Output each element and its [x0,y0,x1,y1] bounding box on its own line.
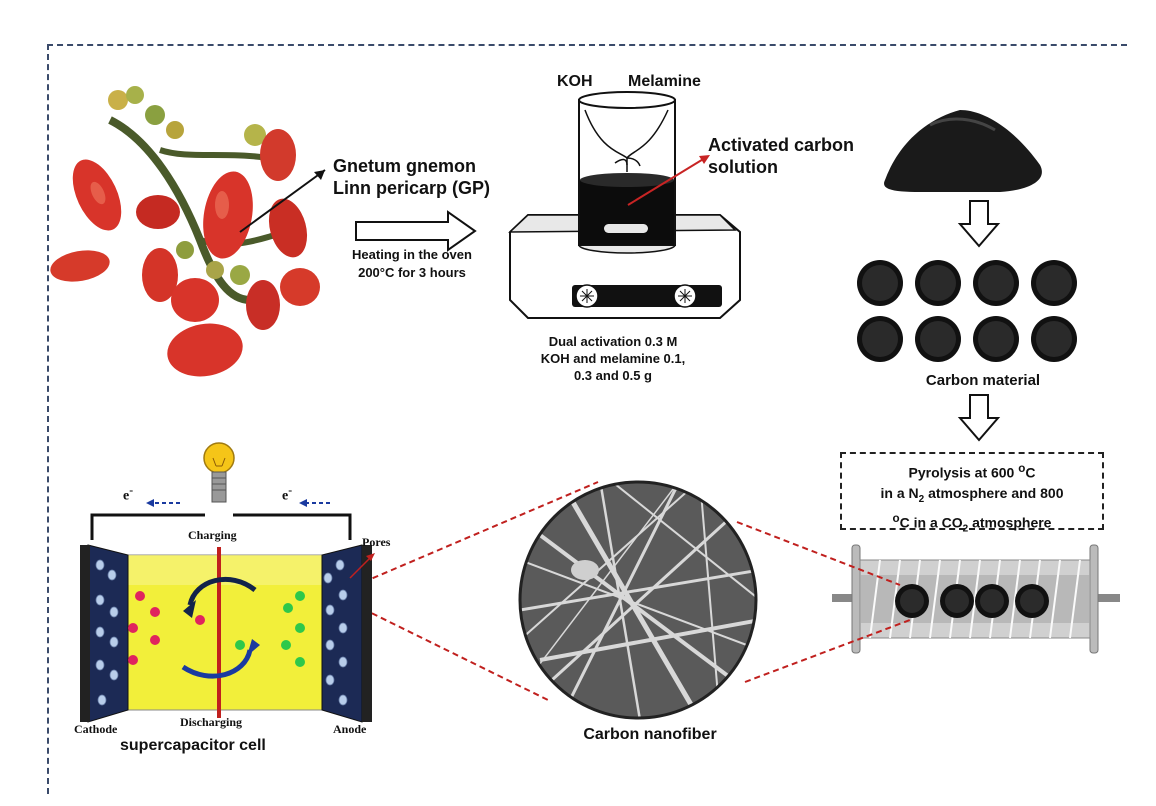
carbon-nanofiber-label: Carbon nanofiber [583,726,717,743]
carbon-nanofiber-sem-image [518,480,758,720]
activated-carbon-label: Activated carbon solution [708,135,855,177]
pyrolysis-text-1: Pyrolysis at 600 [908,464,1019,481]
pyrolysis-box: Pyrolysis at 600 oC in a N2 atmosphere a… [840,452,1104,535]
light-bulb-icon [203,442,235,503]
supercapacitor-label: supercapacitor cell [120,737,266,754]
charging-label: Charging [188,528,237,542]
zoom-connectors [344,481,911,701]
koh-label: KOH [557,73,593,90]
discharging-label: Discharging [180,715,243,729]
carbon-powder-image [884,110,1042,192]
carbon-material-label: Carbon material [925,372,1041,389]
electron-label-left: e- [123,484,134,504]
arrow-right-icon [355,210,477,252]
dual-activation-label: Dual activation 0.3 M KOH and melamine 0… [540,334,686,383]
pyrolysis-text-2: in a N [880,484,919,501]
arrow-down-icon [957,394,1001,442]
pyrolysis-text-3: C in a CO [899,515,963,532]
carbon-pellets [857,260,1077,362]
tube-furnace-image [832,544,1120,654]
gnetum-fruit-image [50,86,320,377]
electron-label-right: e- [282,484,293,504]
fruit-label: Gnetum gnemon Linn pericarp (GP) [333,156,491,198]
arrow-down-icon [957,200,1001,248]
hotplate-beaker-image [508,91,741,319]
dashed-frame [47,44,1127,794]
supercapacitor-cell-image [80,442,375,723]
melamine-label: Melamine [628,73,701,90]
anode-label: Anode [333,722,367,736]
pores-label: Pores [362,535,391,549]
cathode-label: Cathode [74,722,118,736]
heating-label: Heating in the oven 200°C for 3 hours [352,247,472,280]
